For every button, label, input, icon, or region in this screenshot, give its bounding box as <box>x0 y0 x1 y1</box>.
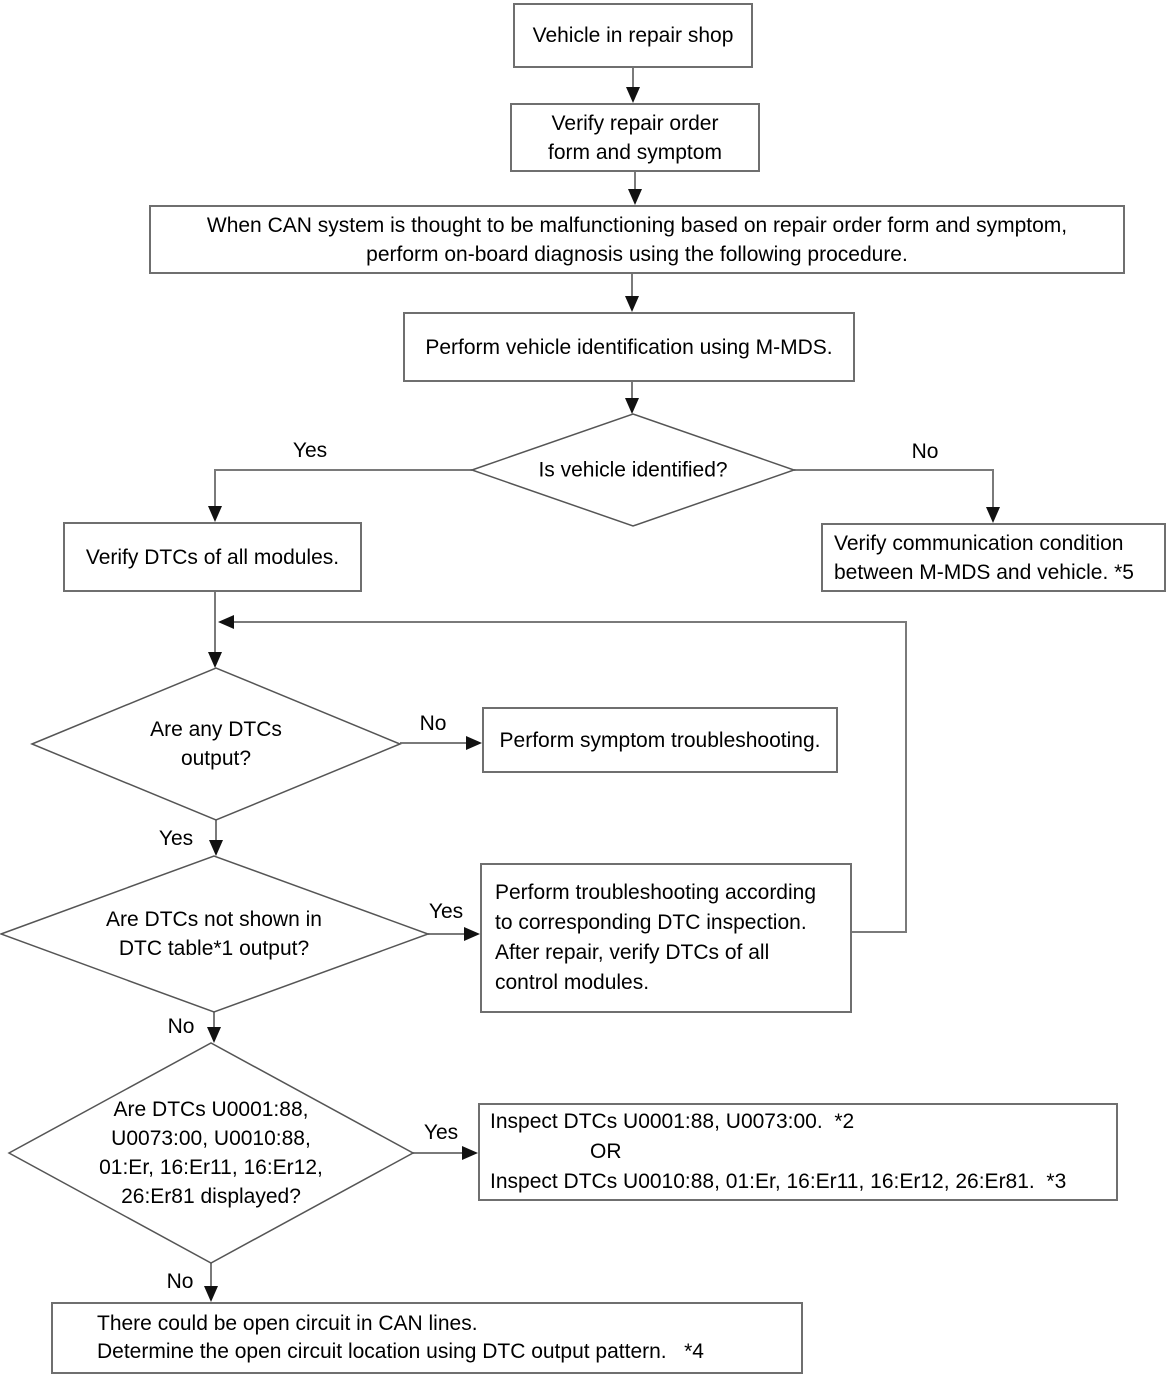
node-text: After repair, verify DTCs of all <box>495 941 770 964</box>
node-vehicle-in-repair-shop: Vehicle in repair shop <box>513 3 753 68</box>
node-verify-dtcs-all-modules: Verify DTCs of all modules. <box>63 522 362 592</box>
arrowhead-right-icon <box>464 927 480 941</box>
arrowhead-down-icon <box>626 87 640 103</box>
edge-label-identified-yes: Yes <box>292 439 328 462</box>
node-text: Are DTCs not shown in <box>106 908 322 931</box>
node-text: between M-MDS and vehicle. *5 <box>834 560 1134 584</box>
arrowhead-right-icon <box>462 1146 478 1160</box>
node-text: Are DTCs U0001:88, <box>113 1098 309 1121</box>
edge-label-any-dtcs-no: No <box>419 712 447 735</box>
decision-any-dtcs-output-text: Are any DTCs output? <box>150 715 282 773</box>
arrowhead-down-icon <box>207 1027 221 1043</box>
node-text: perform on-board diagnosis using the fol… <box>366 242 908 266</box>
edge-identified-yes-line <box>214 469 472 508</box>
edge-label-not-in-table-no: No <box>167 1015 195 1038</box>
node-text: Are any DTCs <box>150 718 282 741</box>
edge-label-identified-no: No <box>911 440 939 463</box>
node-text: Determine the open circuit location usin… <box>97 1340 704 1363</box>
arrowhead-right-icon <box>466 736 482 750</box>
node-text: to corresponding DTC inspection. <box>495 911 807 934</box>
node-text-or: OR <box>590 1140 622 1163</box>
node-text: Perform vehicle identification using M-M… <box>425 335 833 359</box>
node-text: U0073:00, U0010:88, <box>111 1127 311 1150</box>
arrowhead-down-icon <box>208 506 222 522</box>
node-text: DTC table*1 output? <box>118 937 310 960</box>
decision-dtcs-not-in-table-shape <box>0 855 431 1013</box>
arrowhead-down-icon <box>625 296 639 312</box>
arrowhead-down-icon <box>986 507 1000 523</box>
node-text: Is vehicle identified? <box>538 458 728 482</box>
arrowhead-down-icon <box>204 1286 218 1302</box>
decision-dtcs-not-in-table-text: Are DTCs not shown in DTC table*1 output… <box>106 905 322 963</box>
node-text: Inspect DTCs U0010:88, 01:Er, 16:Er11, 1… <box>490 1170 1067 1193</box>
decision-any-dtcs-output-shape <box>30 667 402 821</box>
node-perform-symptom-troubleshooting: Perform symptom troubleshooting. <box>482 707 838 773</box>
node-text: When CAN system is thought to be malfunc… <box>206 213 1068 237</box>
node-when-can-malfunction: When CAN system is thought to be malfunc… <box>149 205 1125 274</box>
decision-is-vehicle-identified-text: Is vehicle identified? <box>538 456 727 485</box>
decision-is-vehicle-identified-shape <box>469 413 797 527</box>
arrowhead-down-icon <box>625 398 639 414</box>
edge-label-not-in-table-yes: Yes <box>428 900 464 923</box>
node-text: 26:Er81 displayed? <box>121 1185 301 1208</box>
node-verify-communication-condition: Verify communication condition between M… <box>821 523 1166 592</box>
node-text: 01:Er, 16:Er11, 16:Er12, <box>99 1156 323 1179</box>
node-text: form and symptom <box>548 140 722 164</box>
decision-dtcs-displayed-text: Are DTCs U0001:88, U0073:00, U0010:88, 0… <box>99 1095 323 1211</box>
node-text: Perform symptom troubleshooting. <box>499 728 821 752</box>
edge-label-dtcs-displayed-yes: Yes <box>423 1121 459 1144</box>
node-text: There could be open circuit in CAN lines… <box>97 1312 478 1335</box>
edge-label-any-dtcs-yes: Yes <box>158 827 194 850</box>
arrowhead-down-icon <box>209 840 223 856</box>
node-text: Inspect DTCs U0001:88, U0073:00. *2 <box>490 1110 855 1133</box>
node-text: Perform troubleshooting according <box>495 881 817 904</box>
node-text: Vehicle in repair shop <box>532 24 734 47</box>
edge-feedback-loop-line <box>234 621 907 933</box>
edge-label-dtcs-displayed-no: No <box>166 1270 194 1293</box>
node-text: Verify communication condition <box>834 531 1124 555</box>
edge-identified-no-line <box>794 469 994 509</box>
node-inspect-dtcs: Inspect DTCs U0001:88, U0073:00. *2 OR I… <box>478 1103 1118 1201</box>
arrowhead-down-icon <box>628 189 642 205</box>
node-perform-vehicle-identification: Perform vehicle identification using M-M… <box>403 312 855 382</box>
node-text: Verify repair order <box>551 111 719 135</box>
arrowhead-left-icon <box>218 615 234 629</box>
decision-dtcs-displayed-shape <box>7 1042 415 1264</box>
node-text: control modules. <box>495 971 650 994</box>
node-verify-repair-order: Verify repair order form and symptom <box>510 103 760 172</box>
node-perform-dtc-troubleshooting: Perform troubleshooting according to cor… <box>480 863 852 1013</box>
arrowhead-down-icon <box>208 652 222 668</box>
node-text: output? <box>180 747 252 770</box>
node-open-circuit-can-lines: There could be open circuit in CAN lines… <box>51 1302 803 1374</box>
node-text: Verify DTCs of all modules. <box>85 545 340 569</box>
